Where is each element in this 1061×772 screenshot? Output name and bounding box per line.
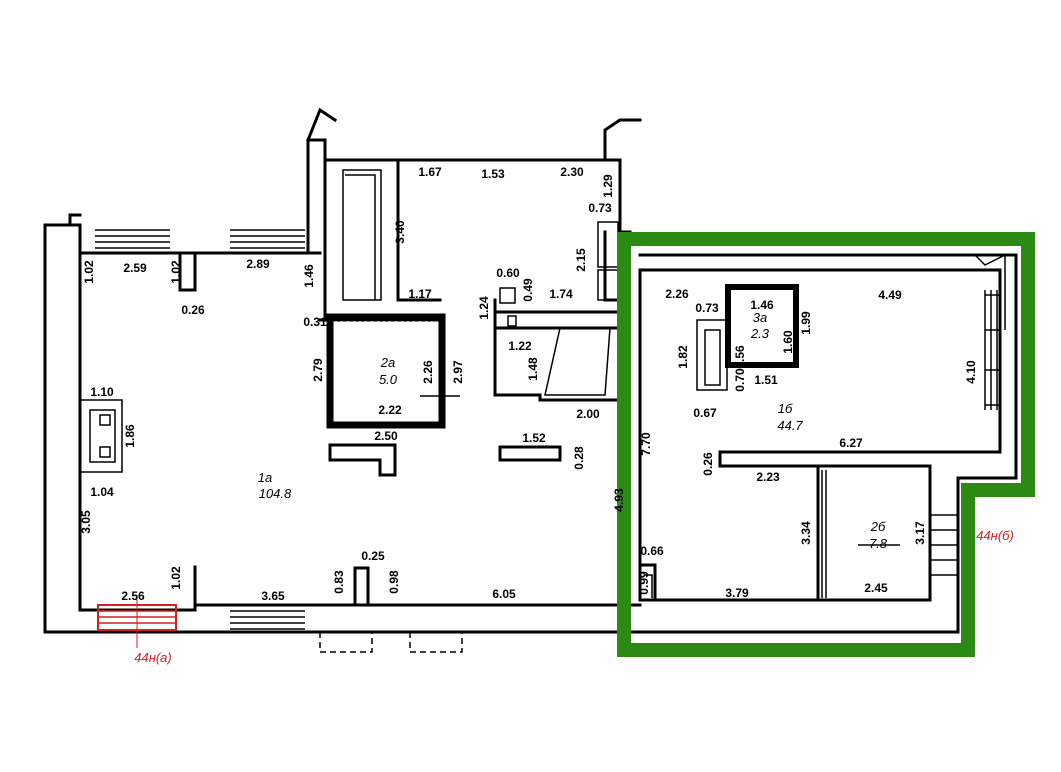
dimension-label: 0.73 — [588, 201, 612, 215]
dimension-label: 0.83 — [332, 570, 346, 594]
dimension-label: 4.49 — [878, 288, 902, 302]
dimension-label: 1.02 — [169, 260, 183, 284]
dimension-label: 0.26 — [701, 452, 715, 476]
dimension-label: 1.17 — [408, 287, 432, 301]
dimension-label: 0.67 — [693, 406, 717, 420]
dimension-label: 1.10 — [90, 385, 114, 399]
dimension-label: 2.22 — [378, 403, 402, 417]
dimension-label: 1.67 — [418, 165, 442, 179]
dimension-label: 1.29 — [601, 174, 615, 198]
dimension-label: 7.70 — [639, 432, 653, 456]
room-label: 1б — [778, 401, 793, 416]
dimension-label: 2.79 — [311, 358, 325, 382]
room-area: 44.7 — [777, 418, 803, 433]
dimension-label: 0.25 — [361, 549, 385, 563]
dimension-label: 4.10 — [964, 360, 978, 384]
dimension-label: 0.56 — [733, 345, 747, 369]
room-2a-walls — [326, 313, 460, 429]
dimension-label: 3.79 — [725, 586, 749, 600]
dimension-label: 1.48 — [526, 357, 540, 381]
room-label: 1а — [258, 470, 272, 485]
dimension-label: 1.86 — [123, 424, 137, 448]
dimension-label: 3.17 — [913, 521, 927, 545]
room-area: 2.3 — [750, 326, 770, 341]
dimension-label: 4.93 — [612, 488, 626, 512]
dimension-label: 2.50 — [374, 429, 398, 443]
dimension-label: 2.30 — [560, 165, 584, 179]
dimension-labels: 1.67 1.53 2.30 1.29 0.73 2.15 3.40 1.02 2.59 1.02… — [79, 165, 978, 603]
dimension-label: 3.05 — [79, 510, 93, 534]
interior-walls — [178, 230, 1002, 607]
dimension-label: 2.26 — [421, 360, 435, 384]
dimension-label: 0.31 — [303, 315, 327, 329]
dimension-label: 2.00 — [576, 407, 600, 421]
dimension-label: 0.70 — [733, 368, 747, 392]
dimension-label: 1.82 — [676, 345, 690, 369]
dimension-label: 0.98 — [387, 570, 401, 594]
dimension-label: 0.73 — [695, 301, 719, 315]
dimension-label: 0.49 — [521, 278, 535, 302]
room-labels: 1а 104.8 2а 5.0 3а 2.3 1б 44.7 2б 7.8 — [258, 310, 888, 551]
dimension-label: 1.04 — [90, 485, 114, 499]
room-area: 104.8 — [259, 486, 292, 501]
entrance-labels: 44н(а) 44н(б) — [134, 528, 1014, 665]
entrance-label: 44н(а) — [134, 650, 172, 665]
dimension-label: 2.26 — [665, 287, 689, 301]
room-label: 2б — [870, 519, 886, 534]
dimension-label: 2.89 — [246, 257, 270, 271]
dimension-label: 2.23 — [756, 470, 780, 484]
dimension-label: 6.05 — [492, 587, 516, 601]
dimension-label: 1.52 — [522, 431, 546, 445]
dimension-label: 1.99 — [799, 311, 813, 335]
room-area: 5.0 — [379, 372, 398, 387]
dimension-label: 3.65 — [261, 589, 285, 603]
dimension-label: 2.97 — [451, 360, 465, 384]
dimension-label: 2.15 — [574, 248, 588, 272]
dimension-label: 0.60 — [496, 266, 520, 280]
fixtures — [79, 169, 1006, 653]
room-label: 2а — [380, 355, 395, 370]
entrance-label: 44н(б) — [976, 528, 1014, 543]
dimension-label: 0.66 — [640, 544, 664, 558]
dimension-label: 3.40 — [393, 220, 407, 244]
dimension-label: 1.53 — [481, 167, 505, 181]
dimension-label: 2.45 — [864, 581, 888, 595]
dimension-label: 1.46 — [302, 264, 316, 288]
dimension-label: 0.99 — [637, 571, 651, 595]
dimension-label: 1.02 — [169, 566, 183, 590]
dimension-label: 0.26 — [181, 303, 205, 317]
room-label: 3а — [753, 310, 767, 325]
room-area: 7.8 — [869, 536, 888, 551]
dimension-label: 2.59 — [123, 261, 147, 275]
dimension-label: 1.46 — [750, 298, 774, 312]
entrance-a-marker — [97, 595, 177, 648]
unit-b-highlight — [617, 232, 1035, 657]
dimension-label: 6.27 — [839, 436, 863, 450]
dimension-label: 2.56 — [121, 589, 145, 603]
dimension-label: 3.34 — [799, 521, 813, 545]
dimension-label: 1.51 — [754, 373, 778, 387]
dimension-label: 1.60 — [781, 330, 795, 354]
dimension-label: 1.22 — [508, 339, 532, 353]
dimension-label: 1.24 — [477, 296, 491, 320]
dimension-label: 0.28 — [572, 446, 586, 470]
dimension-label: 1.02 — [82, 260, 96, 284]
dimension-label: 1.74 — [549, 287, 573, 301]
room-3a-walls — [725, 284, 799, 368]
